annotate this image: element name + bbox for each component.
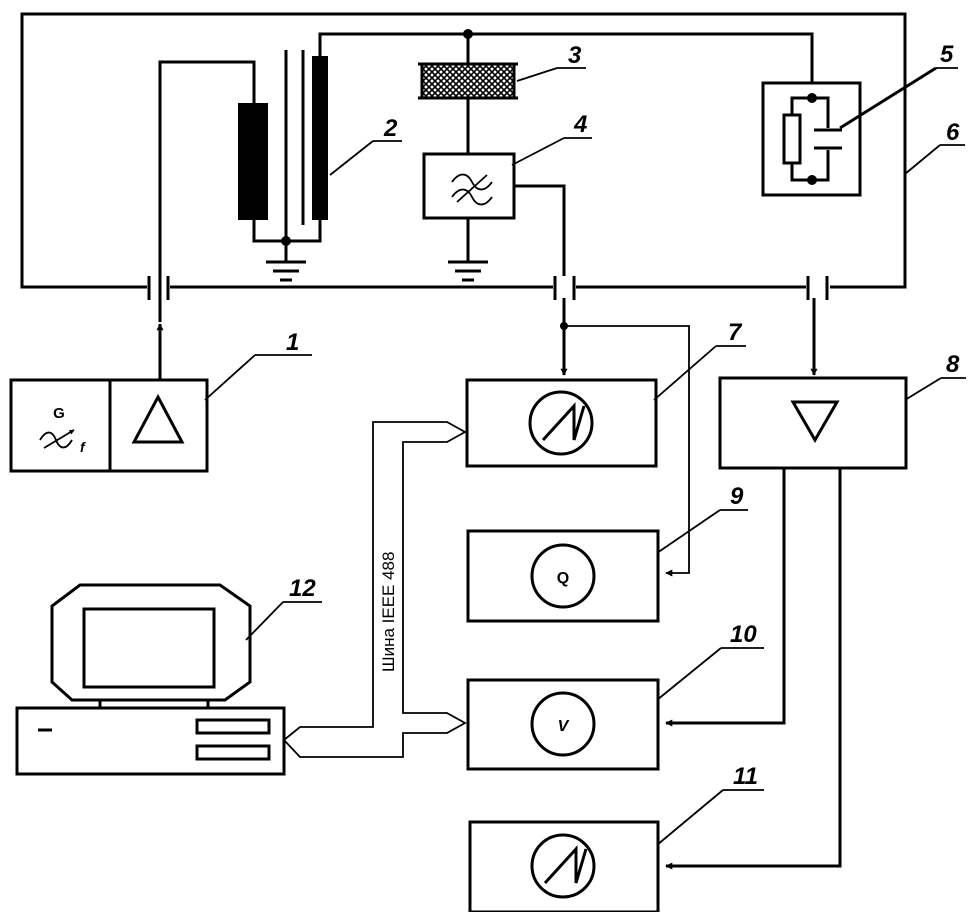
ieee-488-bus: Шина IEEE 488 — [282, 421, 467, 758]
transformer — [158, 50, 328, 322]
label-11: 11 — [733, 763, 758, 790]
coupling-device — [761, 81, 862, 197]
generator-frequency-label: f — [80, 439, 86, 455]
label-8: 8 — [946, 351, 960, 378]
resistor-icon — [782, 113, 802, 165]
callout-8: 8 — [904, 351, 966, 401]
callout-10: 10 — [656, 621, 764, 701]
callout-1: 1 — [204, 329, 312, 401]
label-10: 10 — [730, 621, 757, 648]
volt-symbol: V — [558, 718, 570, 735]
label-4: 4 — [573, 111, 587, 138]
label-7: 7 — [728, 319, 743, 346]
primary-winding — [238, 103, 268, 220]
callout-11: 11 — [656, 763, 764, 846]
test-object — [418, 34, 518, 154]
callout-3: 3 — [516, 42, 586, 82]
shield-enclosure — [20, 12, 907, 300]
charge-symbol: Q — [557, 570, 569, 587]
voltmeter-block: V — [466, 468, 786, 771]
label-6: 6 — [946, 119, 960, 146]
secondary-winding — [312, 56, 328, 220]
filter-symbol-icon — [451, 173, 493, 206]
label-9: 9 — [730, 483, 744, 510]
callout-7: 7 — [653, 319, 746, 401]
amplifier-triangle-icon — [790, 400, 840, 443]
generator-amplifier: G f — [9, 323, 209, 473]
callout-4: 4 — [511, 111, 592, 166]
callout-9: 9 — [656, 483, 748, 554]
label-1: 1 — [286, 329, 299, 356]
ground-icon — [448, 260, 488, 282]
callout-2: 2 — [329, 115, 402, 176]
computer — [15, 583, 286, 776]
label-5: 5 — [940, 41, 954, 68]
callout-6: 6 — [904, 119, 965, 175]
oscilloscope-block — [465, 378, 658, 468]
sweep-icon — [541, 402, 586, 442]
callout-12: 12 — [245, 575, 322, 641]
amplifier-triangle-icon — [131, 393, 185, 444]
oscilloscope-2-block — [468, 468, 842, 912]
generator-letter: G — [53, 405, 65, 422]
charge-meter-block: Q — [466, 529, 660, 623]
callout-5: 5 — [839, 41, 958, 130]
tunable-generator-icon — [39, 429, 75, 449]
bus-label: Шина IEEE 488 — [379, 552, 398, 672]
feedthrough-3 — [806, 276, 829, 300]
measuring-amplifier — [718, 298, 908, 470]
sweep-icon — [543, 845, 588, 885]
feedthrough-1 — [147, 276, 170, 300]
label-12: 12 — [289, 575, 316, 602]
label-2: 2 — [383, 115, 398, 142]
ground-icon — [266, 260, 306, 282]
feedthrough-2 — [553, 276, 576, 300]
filter-block — [422, 152, 566, 282]
label-3: 3 — [568, 42, 582, 69]
